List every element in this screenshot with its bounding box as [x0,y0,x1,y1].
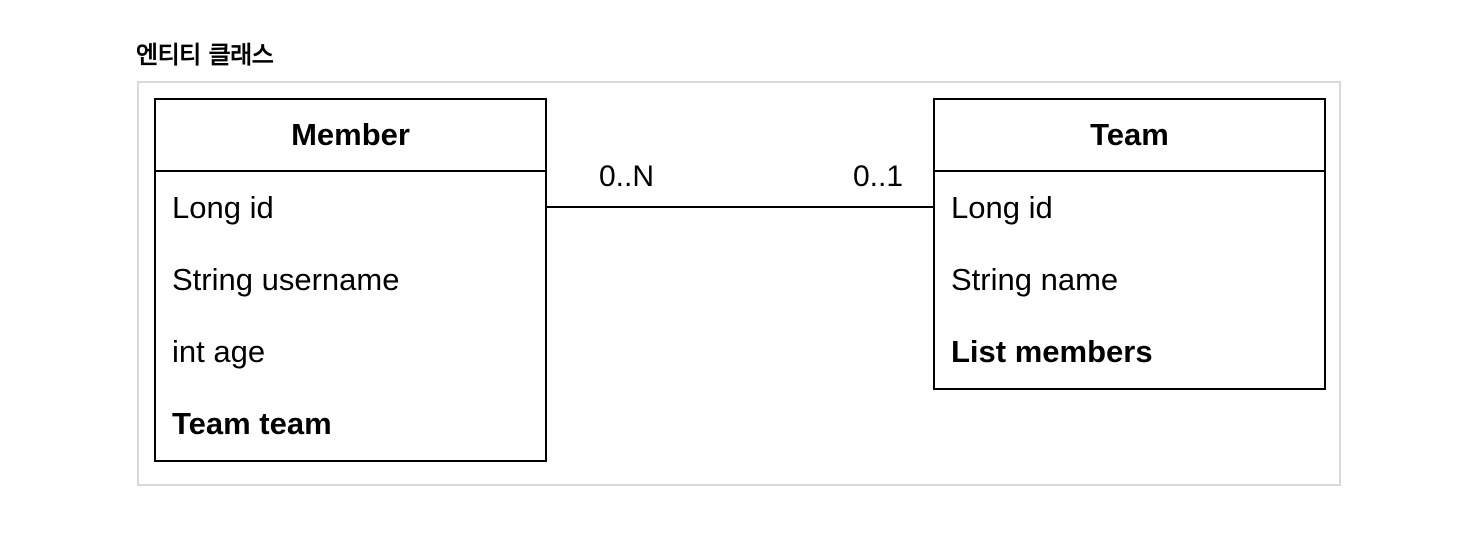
attribute-member-username: String username [172,262,400,297]
attribute-member-age: int age [172,334,266,369]
page-title: 엔티티 클래스 [136,41,274,69]
attribute-member-team: Team team [172,406,332,441]
member-multiplicity-label: 0..N [599,160,655,193]
attribute-team-members: List members [951,334,1153,369]
attribute-team-name: String name [951,262,1119,297]
entity-team-name: Team [935,100,1324,172]
entity-member-attributes: Long id String username int age Team tea… [156,172,545,460]
entity-team: Team Long id String name List members [933,98,1326,390]
association-line [547,206,933,208]
entity-member-name: Member [156,100,545,172]
attribute-team-id: Long id [951,190,1053,225]
team-multiplicity-label: 0..1 [853,160,904,193]
attribute-member-id: Long id [172,190,274,225]
entity-member: Member Long id String username int age T… [154,98,547,462]
entity-team-attributes: Long id String name List members [935,172,1324,388]
